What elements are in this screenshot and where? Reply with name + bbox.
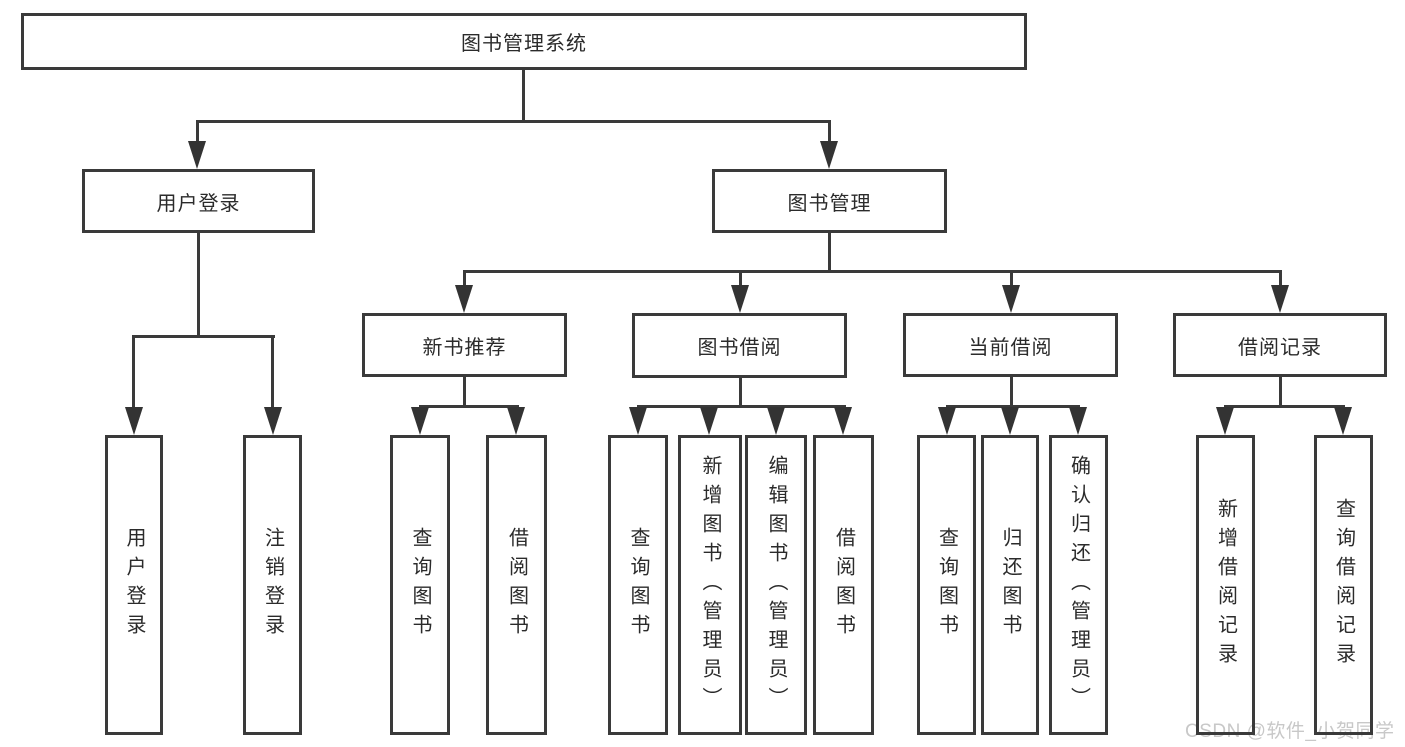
node-label: 查询图书 (935, 527, 958, 643)
connector-line (463, 270, 1281, 273)
connector-line (196, 120, 199, 146)
arrowhead-down-icon (767, 407, 785, 435)
connector-line (197, 120, 831, 123)
leaf-current-return-books: 归还图书 (981, 435, 1039, 735)
connector-line (1010, 377, 1013, 407)
arrowhead-down-icon (1001, 407, 1019, 435)
node-label: 借阅图书 (505, 527, 528, 643)
leaf-recommend-query-books: 查询图书 (390, 435, 450, 735)
node-label: 新增借阅记录 (1214, 498, 1237, 672)
node-label: 确认归还（管理员） (1067, 454, 1090, 716)
node-label: 图书借阅 (697, 337, 782, 359)
connector-line (133, 335, 275, 338)
connector-line (739, 377, 742, 407)
arrowhead-down-icon (700, 407, 718, 435)
connector-line (1279, 270, 1282, 288)
leaf-borrow-edit-books-admin: 编辑图书（管理员） (745, 435, 807, 735)
connector-line (828, 233, 831, 272)
node-label: 用户登录 (156, 192, 241, 215)
node-label: 查询借阅记录 (1332, 498, 1355, 672)
arrowhead-down-icon (938, 407, 956, 435)
node-label: 编辑图书（管理员） (765, 454, 787, 716)
connector-line (132, 335, 135, 411)
node-label: 注销登录 (261, 527, 284, 643)
node-label: 查询图书 (409, 527, 431, 643)
leaf-current-confirm-return-admin: 确认归还（管理员） (1049, 435, 1108, 735)
arrowhead-down-icon (1271, 285, 1289, 313)
node-user-login: 用户登录 (82, 169, 315, 233)
node-library-management-system: 图书管理系统 (21, 13, 1027, 70)
arrowhead-down-icon (731, 285, 749, 313)
leaf-current-query-books: 查询图书 (917, 435, 976, 735)
leaf-records-query-borrow-record: 查询借阅记录 (1314, 435, 1373, 735)
connector-line (1010, 270, 1013, 288)
arrowhead-down-icon (1002, 285, 1020, 313)
leaf-records-add-borrow-record: 新增借阅记录 (1196, 435, 1255, 735)
node-label: 当前借阅 (968, 336, 1053, 359)
node-label: 新书推荐 (422, 336, 507, 359)
connector-line (271, 335, 274, 411)
connector-line (522, 70, 525, 122)
arrowhead-down-icon (188, 141, 206, 169)
connector-line (463, 270, 466, 288)
connector-line (828, 120, 831, 146)
node-new-book-recommendation: 新书推荐 (362, 313, 567, 377)
arrowhead-down-icon (1334, 407, 1352, 435)
arrowhead-down-icon (125, 407, 143, 435)
arrowhead-down-icon (1216, 407, 1234, 435)
arrowhead-down-icon (411, 407, 429, 435)
node-label: 借阅记录 (1238, 336, 1322, 359)
node-label: 新增图书（管理员） (699, 454, 721, 716)
node-label: 用户登录 (123, 527, 145, 643)
leaf-recommend-borrow-books: 借阅图书 (486, 435, 547, 735)
arrowhead-down-icon (629, 407, 647, 435)
node-label: 查询图书 (627, 527, 649, 643)
arrowhead-down-icon (1069, 407, 1087, 435)
connector-line (739, 270, 742, 288)
connector-line (1224, 405, 1345, 408)
arrowhead-down-icon (264, 407, 282, 435)
leaf-borrow-borrow-books: 借阅图书 (813, 435, 874, 735)
leaf-logout-login: 注销登录 (243, 435, 302, 735)
node-label: 归还图书 (999, 527, 1021, 643)
leaf-borrow-query-books: 查询图书 (608, 435, 668, 735)
node-book-borrowing: 图书借阅 (632, 313, 847, 378)
connector-line (637, 405, 846, 408)
arrowhead-down-icon (455, 285, 473, 313)
connector-line (463, 377, 466, 407)
connector-line (946, 405, 1080, 408)
node-borrowing-records: 借阅记录 (1173, 313, 1387, 377)
node-label: 图书管理 (787, 192, 872, 215)
connector-line (1279, 377, 1282, 407)
node-label: 图书管理系统 (461, 33, 587, 55)
arrowhead-down-icon (834, 407, 852, 435)
node-current-borrowing: 当前借阅 (903, 313, 1118, 377)
csdn-watermark: CSDN @软件_小贺同学 (1185, 721, 1395, 742)
connector-line (419, 405, 519, 408)
node-label: 借阅图书 (832, 527, 855, 643)
leaf-borrow-add-books-admin: 新增图书（管理员） (678, 435, 742, 735)
arrowhead-down-icon (820, 141, 838, 169)
leaf-user-login: 用户登录 (105, 435, 163, 735)
node-book-management: 图书管理 (712, 169, 947, 233)
connector-line (197, 232, 200, 337)
arrowhead-down-icon (507, 407, 525, 435)
